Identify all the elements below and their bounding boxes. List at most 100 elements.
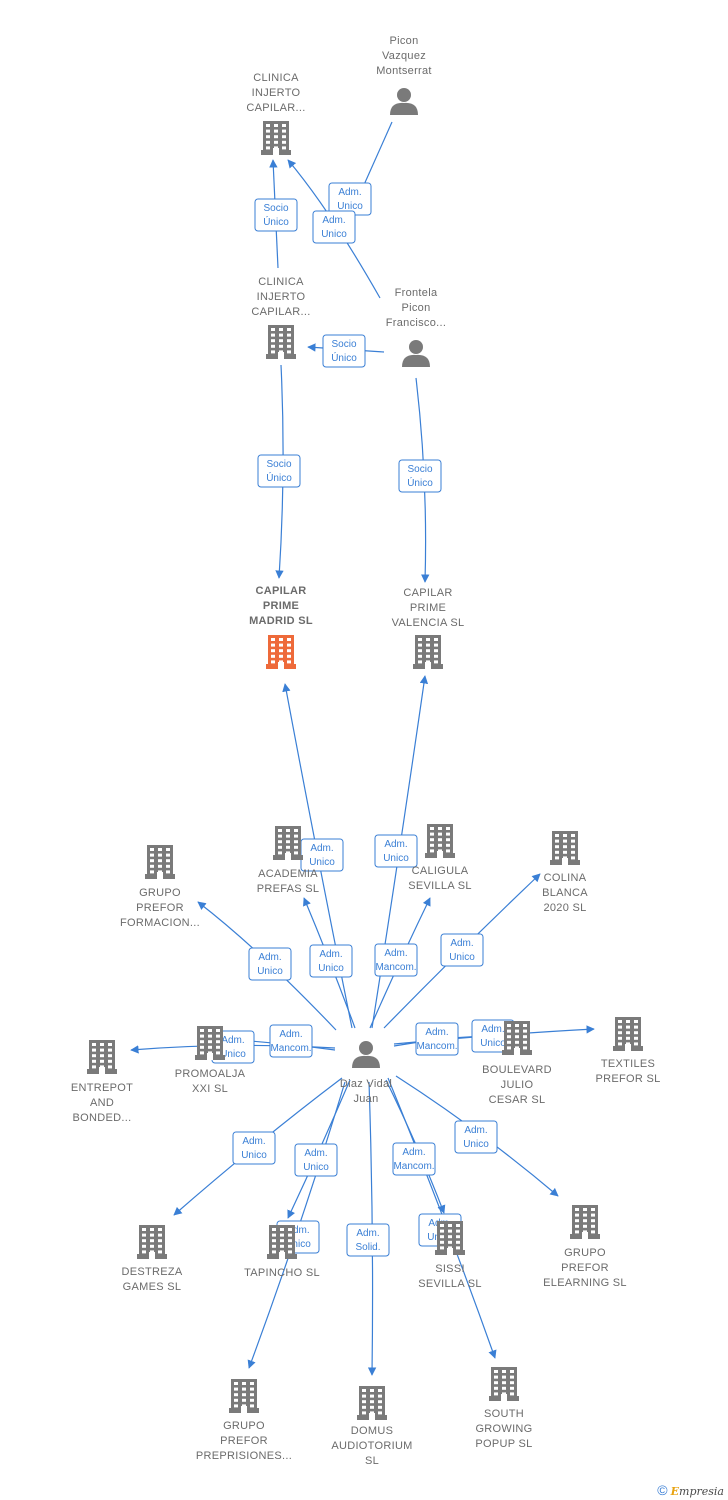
relation-label-text: Unico: [220, 1049, 246, 1060]
node-name-line: Diaz Vidal: [340, 1078, 392, 1090]
building-icon: [357, 1386, 387, 1420]
relation-label-text: Adm.: [356, 1228, 379, 1239]
relation-label-text: Adm.: [221, 1035, 244, 1046]
company-node-clinica1[interactable]: CLINICAINJERTOCAPILAR...: [246, 72, 305, 155]
relation-label-box: [254, 198, 298, 232]
relation-label-text: Único: [263, 215, 289, 228]
node-name-line: Montserrat: [376, 65, 432, 77]
node-name-line: CALIGULA: [412, 865, 469, 877]
relation-label[interactable]: Adm.Unico: [232, 1131, 276, 1165]
node-name-line: ENTREPOT: [71, 1082, 133, 1094]
relation-label[interactable]: Adm. Unico: [294, 1143, 338, 1177]
node-name-line: TAPINCHO SL: [244, 1267, 320, 1279]
company-node-preprisiones[interactable]: GRUPOPREFORPREPRISIONES...: [196, 1379, 292, 1462]
company-node-tapincho[interactable]: TAPINCHO SL: [244, 1225, 320, 1279]
building-icon: [570, 1205, 600, 1239]
relation-label-text: Adm.: [304, 1148, 327, 1159]
node-name-line: PRIME: [263, 600, 299, 612]
relation-label-box: [454, 1120, 498, 1154]
node-name-line: PREFOR: [220, 1435, 268, 1447]
building-icon: [229, 1379, 259, 1413]
node-name-line: 2020 SL: [543, 902, 586, 914]
relation-label-text: Unico: [257, 966, 283, 977]
node-name-line: SISSI: [435, 1263, 465, 1275]
relation-label[interactable]: Adm.Unico: [440, 933, 484, 967]
relation-label-text: Adm.: [322, 215, 345, 226]
relation-label-text: Adm.: [384, 948, 407, 959]
relation-label-text: Adm.: [242, 1136, 265, 1147]
node-name-line: DOMUS: [351, 1425, 393, 1437]
relation-label[interactable]: Adm.Unico: [248, 947, 292, 981]
company-node-clinica2[interactable]: CLINICAINJERTOCAPILAR...: [251, 276, 310, 359]
relation-label[interactable]: Adm.Mancom.: [269, 1024, 313, 1058]
node-name-line: VALENCIA SL: [392, 617, 465, 629]
relation-label[interactable]: Adm.Mancom.: [392, 1142, 436, 1176]
node-name-line: PREFAS SL: [257, 883, 320, 895]
person-icon: [352, 1041, 380, 1068]
node-name-line: Francisco...: [386, 317, 446, 329]
building-icon: [266, 635, 296, 669]
relation-label-box: [440, 933, 484, 967]
relation-label[interactable]: Adm.Solid.: [346, 1223, 390, 1257]
relation-label-text: Unico: [480, 1038, 506, 1049]
relation-label-text: Adm.: [338, 187, 361, 198]
node-name-line: PROMOALJA: [175, 1068, 246, 1080]
relation-label[interactable]: Adm. Unico: [309, 944, 353, 978]
relation-label-text: Socio: [266, 459, 291, 470]
node-name-line: Picon: [401, 302, 430, 314]
building-icon: [137, 1225, 167, 1259]
relation-label-box: [392, 1142, 436, 1176]
relation-label-text: Mancom.: [393, 1161, 434, 1172]
relation-label-text: Socio: [331, 339, 356, 350]
node-name-line: POPUP SL: [475, 1438, 532, 1450]
relation-label-box: [374, 834, 418, 868]
relation-label[interactable]: Adm.Mancom.: [374, 943, 418, 977]
relation-label[interactable]: Adm.Unico: [471, 1019, 515, 1053]
company-node-entrepot[interactable]: ENTREPOTANDBONDED...: [71, 1040, 133, 1124]
building-icon: [261, 121, 291, 155]
relation-label[interactable]: Adm. Unico: [454, 1120, 498, 1154]
node-name-line: PREFOR: [136, 902, 184, 914]
relation-label-text: Adm.: [464, 1125, 487, 1136]
relation-label[interactable]: Adm.Unico: [312, 210, 356, 244]
relation-label-box: [346, 1223, 390, 1257]
relation-label-text: Unico: [337, 201, 363, 212]
relation-label-text: Unico: [463, 1139, 489, 1150]
relation-label-text: Socio: [407, 464, 432, 475]
relation-label-text: Unico: [303, 1162, 329, 1173]
company-node-grupoform[interactable]: GRUPOPREFORFORMACION...: [120, 845, 200, 929]
person-node-frontela[interactable]: FrontelaPiconFrancisco...: [386, 287, 446, 367]
relation-label-text: Unico: [309, 857, 335, 868]
relation-label-text: Unico: [318, 963, 344, 974]
relation-label-text: Unico: [285, 1239, 311, 1250]
node-name-line: JULIO: [501, 1079, 534, 1091]
relation-label[interactable]: Adm.Unico: [300, 838, 344, 872]
relation-label[interactable]: Adm.Mancom.: [415, 1022, 459, 1056]
relation-label-text: Unico: [383, 853, 409, 864]
relation-label-text: Adm.: [319, 949, 342, 960]
node-name-line: CAPILAR...: [246, 102, 305, 114]
relation-label[interactable]: Adm. Unico: [328, 182, 372, 216]
brand-logo[interactable]: Empresia: [670, 1485, 724, 1498]
node-name-line: GROWING: [475, 1423, 532, 1435]
relation-label[interactable]: Adm.Unico: [374, 834, 418, 868]
